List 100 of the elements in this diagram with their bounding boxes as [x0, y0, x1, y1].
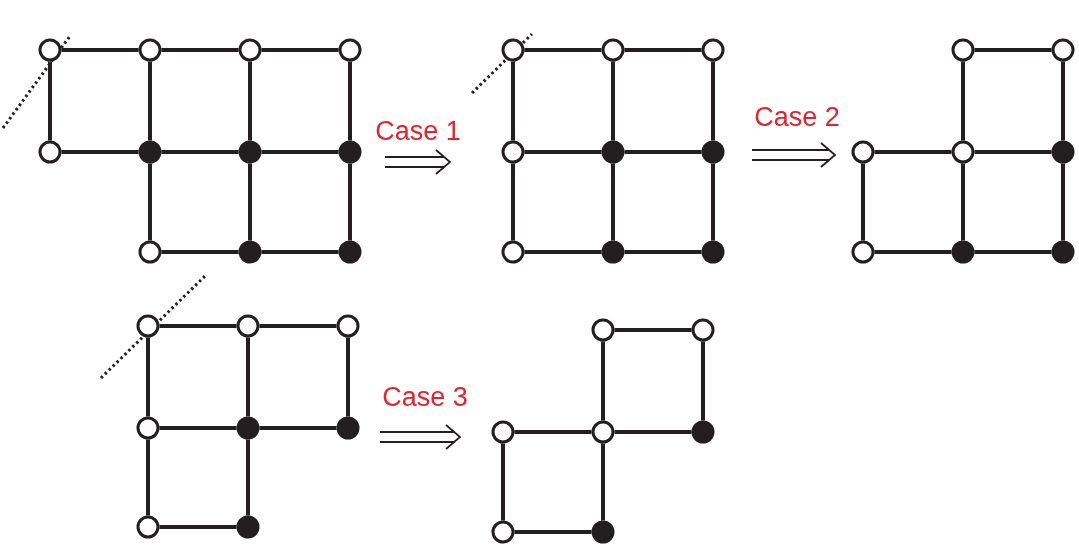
open-vertex — [138, 240, 162, 264]
graph-edge — [259, 426, 337, 430]
graph-edge — [146, 439, 150, 516]
graph-edge — [259, 324, 337, 328]
filled-vertex — [236, 515, 260, 539]
open-vertex — [236, 314, 260, 338]
filled-vertex — [1051, 140, 1075, 164]
filled-vertex — [691, 420, 715, 444]
graph-edge — [514, 430, 592, 434]
filled-vertex — [236, 416, 260, 440]
filled-vertex — [338, 240, 362, 264]
open-vertex — [501, 38, 525, 62]
graph-edge — [261, 150, 339, 154]
graph-edge — [148, 163, 152, 241]
graph-edge — [159, 426, 237, 430]
filled-vertex — [238, 140, 262, 164]
open-vertex — [951, 38, 975, 62]
graph-edge — [961, 163, 965, 241]
filled-vertex — [336, 416, 360, 440]
graph-edge — [261, 250, 339, 254]
filled-vertex — [238, 240, 262, 264]
graph-edge — [161, 150, 239, 154]
open-vertex — [136, 416, 160, 440]
open-vertex — [951, 140, 975, 164]
open-vertex — [1051, 38, 1075, 62]
filled-vertex — [338, 140, 362, 164]
graph-edge — [601, 341, 605, 421]
graph-edge — [861, 163, 865, 241]
graph-edge — [248, 61, 252, 141]
open-vertex — [38, 38, 62, 62]
graph-edge — [348, 163, 352, 241]
graph-edge — [961, 61, 965, 141]
open-vertex — [491, 520, 515, 544]
open-vertex — [338, 38, 362, 62]
open-vertex — [136, 314, 160, 338]
graph-edge — [614, 430, 692, 434]
open-vertex — [238, 38, 262, 62]
filled-vertex — [591, 520, 615, 544]
graph-edge — [624, 48, 702, 52]
open-vertex — [601, 38, 625, 62]
graph-edge — [261, 48, 339, 52]
graph-edge — [1061, 163, 1065, 241]
graph-edge — [524, 250, 602, 254]
graph-edge — [624, 250, 702, 254]
case-label: Case 2 — [754, 101, 840, 133]
filled-vertex — [701, 140, 725, 164]
graph-edge — [601, 443, 605, 521]
graph-edge — [701, 341, 705, 421]
graph-edge — [248, 163, 252, 241]
graph-edge — [346, 337, 350, 417]
graph-edge — [524, 48, 602, 52]
graph-edge — [524, 150, 602, 154]
open-vertex — [591, 420, 615, 444]
open-vertex — [38, 140, 62, 164]
graph-edge — [611, 61, 615, 141]
open-vertex — [501, 140, 525, 164]
open-vertex — [501, 240, 525, 264]
graph-edge — [348, 61, 352, 141]
open-vertex — [851, 240, 875, 264]
open-vertex — [691, 318, 715, 342]
graph-edge — [514, 530, 592, 534]
graph-edge — [146, 337, 150, 417]
graph-edge — [624, 150, 702, 154]
open-vertex — [851, 140, 875, 164]
graph-edge — [246, 337, 250, 417]
graph-edge — [501, 443, 505, 521]
case-label: Case 3 — [382, 381, 468, 413]
graph-edge — [614, 328, 692, 332]
graph-edge — [61, 48, 139, 52]
open-vertex — [136, 515, 160, 539]
graph-edge — [246, 439, 250, 516]
graph-edge — [511, 163, 515, 241]
filled-vertex — [1051, 240, 1075, 264]
open-vertex — [336, 314, 360, 338]
open-vertex — [701, 38, 725, 62]
graph-edge — [511, 61, 515, 141]
filled-vertex — [138, 140, 162, 164]
case-label: Case 1 — [375, 115, 461, 147]
filled-vertex — [701, 240, 725, 264]
filled-vertex — [601, 140, 625, 164]
graph-edge — [974, 150, 1052, 154]
graph-edge — [48, 61, 52, 141]
filled-vertex — [951, 240, 975, 264]
graph-edge — [159, 324, 237, 328]
graph-edge — [159, 525, 237, 529]
graph-edge — [161, 48, 239, 52]
graph-edge — [974, 48, 1052, 52]
graph-edge — [974, 250, 1052, 254]
graph-edge — [1061, 61, 1065, 141]
graph-edge — [874, 250, 952, 254]
filled-vertex — [601, 240, 625, 264]
open-vertex — [138, 38, 162, 62]
open-vertex — [491, 420, 515, 444]
graph-edge — [148, 61, 152, 141]
graph-edge — [161, 250, 239, 254]
graph-edge — [711, 61, 715, 141]
graph-edge — [611, 163, 615, 241]
graph-edge — [874, 150, 952, 154]
graph-edge — [61, 150, 139, 154]
open-vertex — [591, 318, 615, 342]
